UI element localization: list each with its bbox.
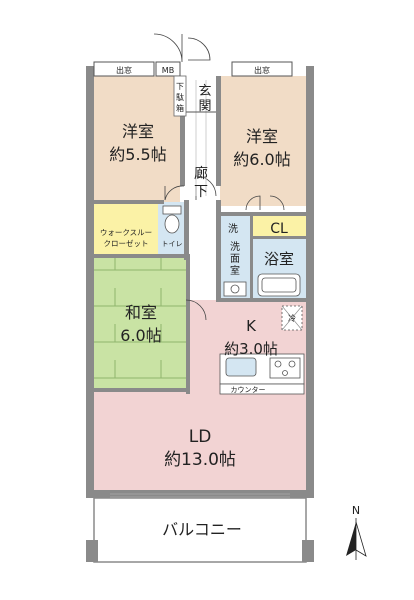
western-right-size: 約6.0帖 — [233, 150, 290, 169]
western-room-right — [220, 76, 306, 206]
bathtub-icon — [257, 273, 301, 297]
closet-area — [252, 216, 306, 238]
meter-box — [155, 61, 181, 77]
shoe-box-label-1: 下 — [176, 82, 184, 91]
kitchen-size: 約3.0帖 — [224, 340, 278, 358]
entrance-label-2: 関 — [198, 99, 211, 114]
compass-label: N — [352, 504, 360, 517]
shoe-box-label-3: 箱 — [176, 103, 184, 113]
hallway-label-1: 廊 — [194, 165, 208, 182]
hallway-label-2: 下 — [194, 184, 208, 200]
interior-walls — [94, 76, 306, 394]
walk-in-closet-label-2: クローゼット — [104, 238, 149, 248]
ld-size: 約13.0帖 — [164, 450, 236, 470]
living-dining-room — [94, 300, 306, 494]
bay-window-left-label: 出窓 — [116, 65, 132, 75]
walk-in-closet-label-1: ウォークスルー — [100, 228, 152, 237]
balcony-area — [94, 498, 306, 562]
shoe-box — [173, 75, 187, 117]
window-rails — [110, 493, 290, 498]
refrigerator-label: 冷 — [288, 313, 296, 323]
meter-box-label: MB — [162, 66, 174, 75]
japanese-room-name: 和室 — [125, 303, 157, 322]
counter-label: カウンター — [231, 385, 266, 394]
compass-icon: N — [346, 504, 367, 560]
hallway-floor — [195, 80, 207, 196]
bay-window-right-label: 出窓 — [254, 65, 270, 75]
closet-label: CL — [270, 221, 288, 237]
japanese-room — [94, 256, 188, 390]
washroom-label-1: 洗 — [230, 241, 240, 253]
bay-window-right — [231, 61, 293, 77]
balcony-outline — [93, 497, 307, 563]
shoe-box-label-2: 駄 — [176, 92, 184, 102]
refrigerator-cross — [281, 305, 303, 331]
western-left-size: 約5.5帖 — [109, 145, 166, 164]
washroom-label-2: 面 — [230, 254, 240, 265]
washbasin-icon — [223, 281, 247, 297]
washroom-label-3: 室 — [230, 264, 240, 277]
ld-name: LD — [189, 427, 212, 447]
japanese-room-size: 6.0帖 — [120, 326, 161, 345]
washer-label: 洗 — [228, 223, 238, 235]
entrance-label-1: 玄 — [198, 84, 211, 99]
western-room-left — [94, 76, 180, 202]
balcony-label: バルコニー — [162, 520, 242, 539]
bathroom-label: 浴室 — [264, 250, 294, 268]
walk-in-closet — [94, 202, 158, 256]
toilet-icon — [162, 205, 182, 234]
kitchen-name: K — [246, 317, 257, 335]
kitchen-counter — [219, 353, 305, 395]
bay-window-left — [93, 61, 155, 77]
toilet-label: トイレ — [162, 240, 183, 248]
western-right-name: 洋室 — [246, 127, 278, 146]
western-left-name: 洋室 — [122, 122, 154, 141]
